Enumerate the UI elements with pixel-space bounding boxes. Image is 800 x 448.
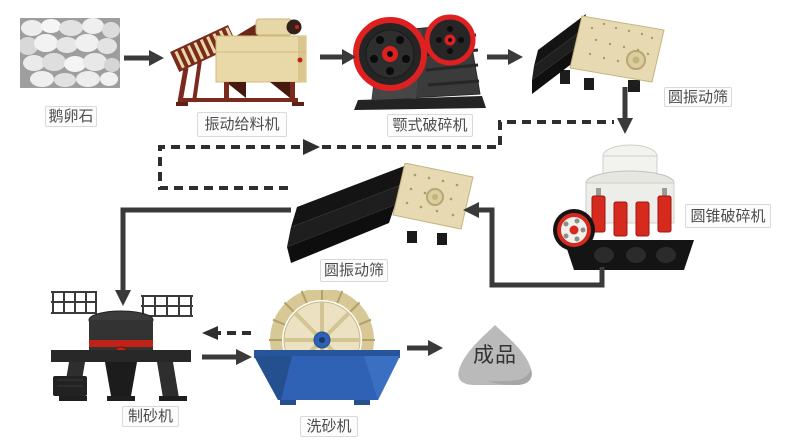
- label-finished-product: 成品: [473, 343, 517, 367]
- label-circular-vibrating-screen-1: 圆振动筛: [664, 87, 732, 107]
- arrow-jaw-crusher-to-screen1: [487, 49, 523, 65]
- circular-vibrating-screen-1-image: [532, 14, 668, 98]
- sand-washing-machine-image: [250, 290, 405, 407]
- cone-crusher-image: [548, 136, 694, 272]
- jaw-crusher-image: [350, 4, 492, 114]
- cobblestone-image: [20, 18, 120, 88]
- finished-product-pile: [452, 322, 538, 388]
- label-cobblestone: 鹅卵石: [45, 106, 97, 127]
- circular-vibrating-screen-2-image: [287, 163, 475, 265]
- arrow-cobblestone-to-feeder: [124, 50, 164, 66]
- label-sand-washing-machine: 洗砂机: [300, 416, 358, 437]
- vibrating-feeder-image: [166, 10, 314, 108]
- label-sand-making-machine: 制砂机: [122, 406, 179, 427]
- arrow-washer-to-product: [407, 340, 443, 356]
- label-vibrating-feeder: 振动给料机: [197, 112, 287, 137]
- arrow-sand-maker-to-washer: [202, 349, 252, 365]
- label-cone-crusher: 圆锥破碎机: [685, 204, 771, 228]
- dashed-arrow-washer-to-sand-maker: [202, 326, 251, 340]
- label-jaw-crusher: 颚式破碎机: [387, 114, 473, 137]
- sand-making-machine-image: [45, 284, 197, 402]
- label-circular-vibrating-screen-2: 圆振动筛: [320, 259, 388, 282]
